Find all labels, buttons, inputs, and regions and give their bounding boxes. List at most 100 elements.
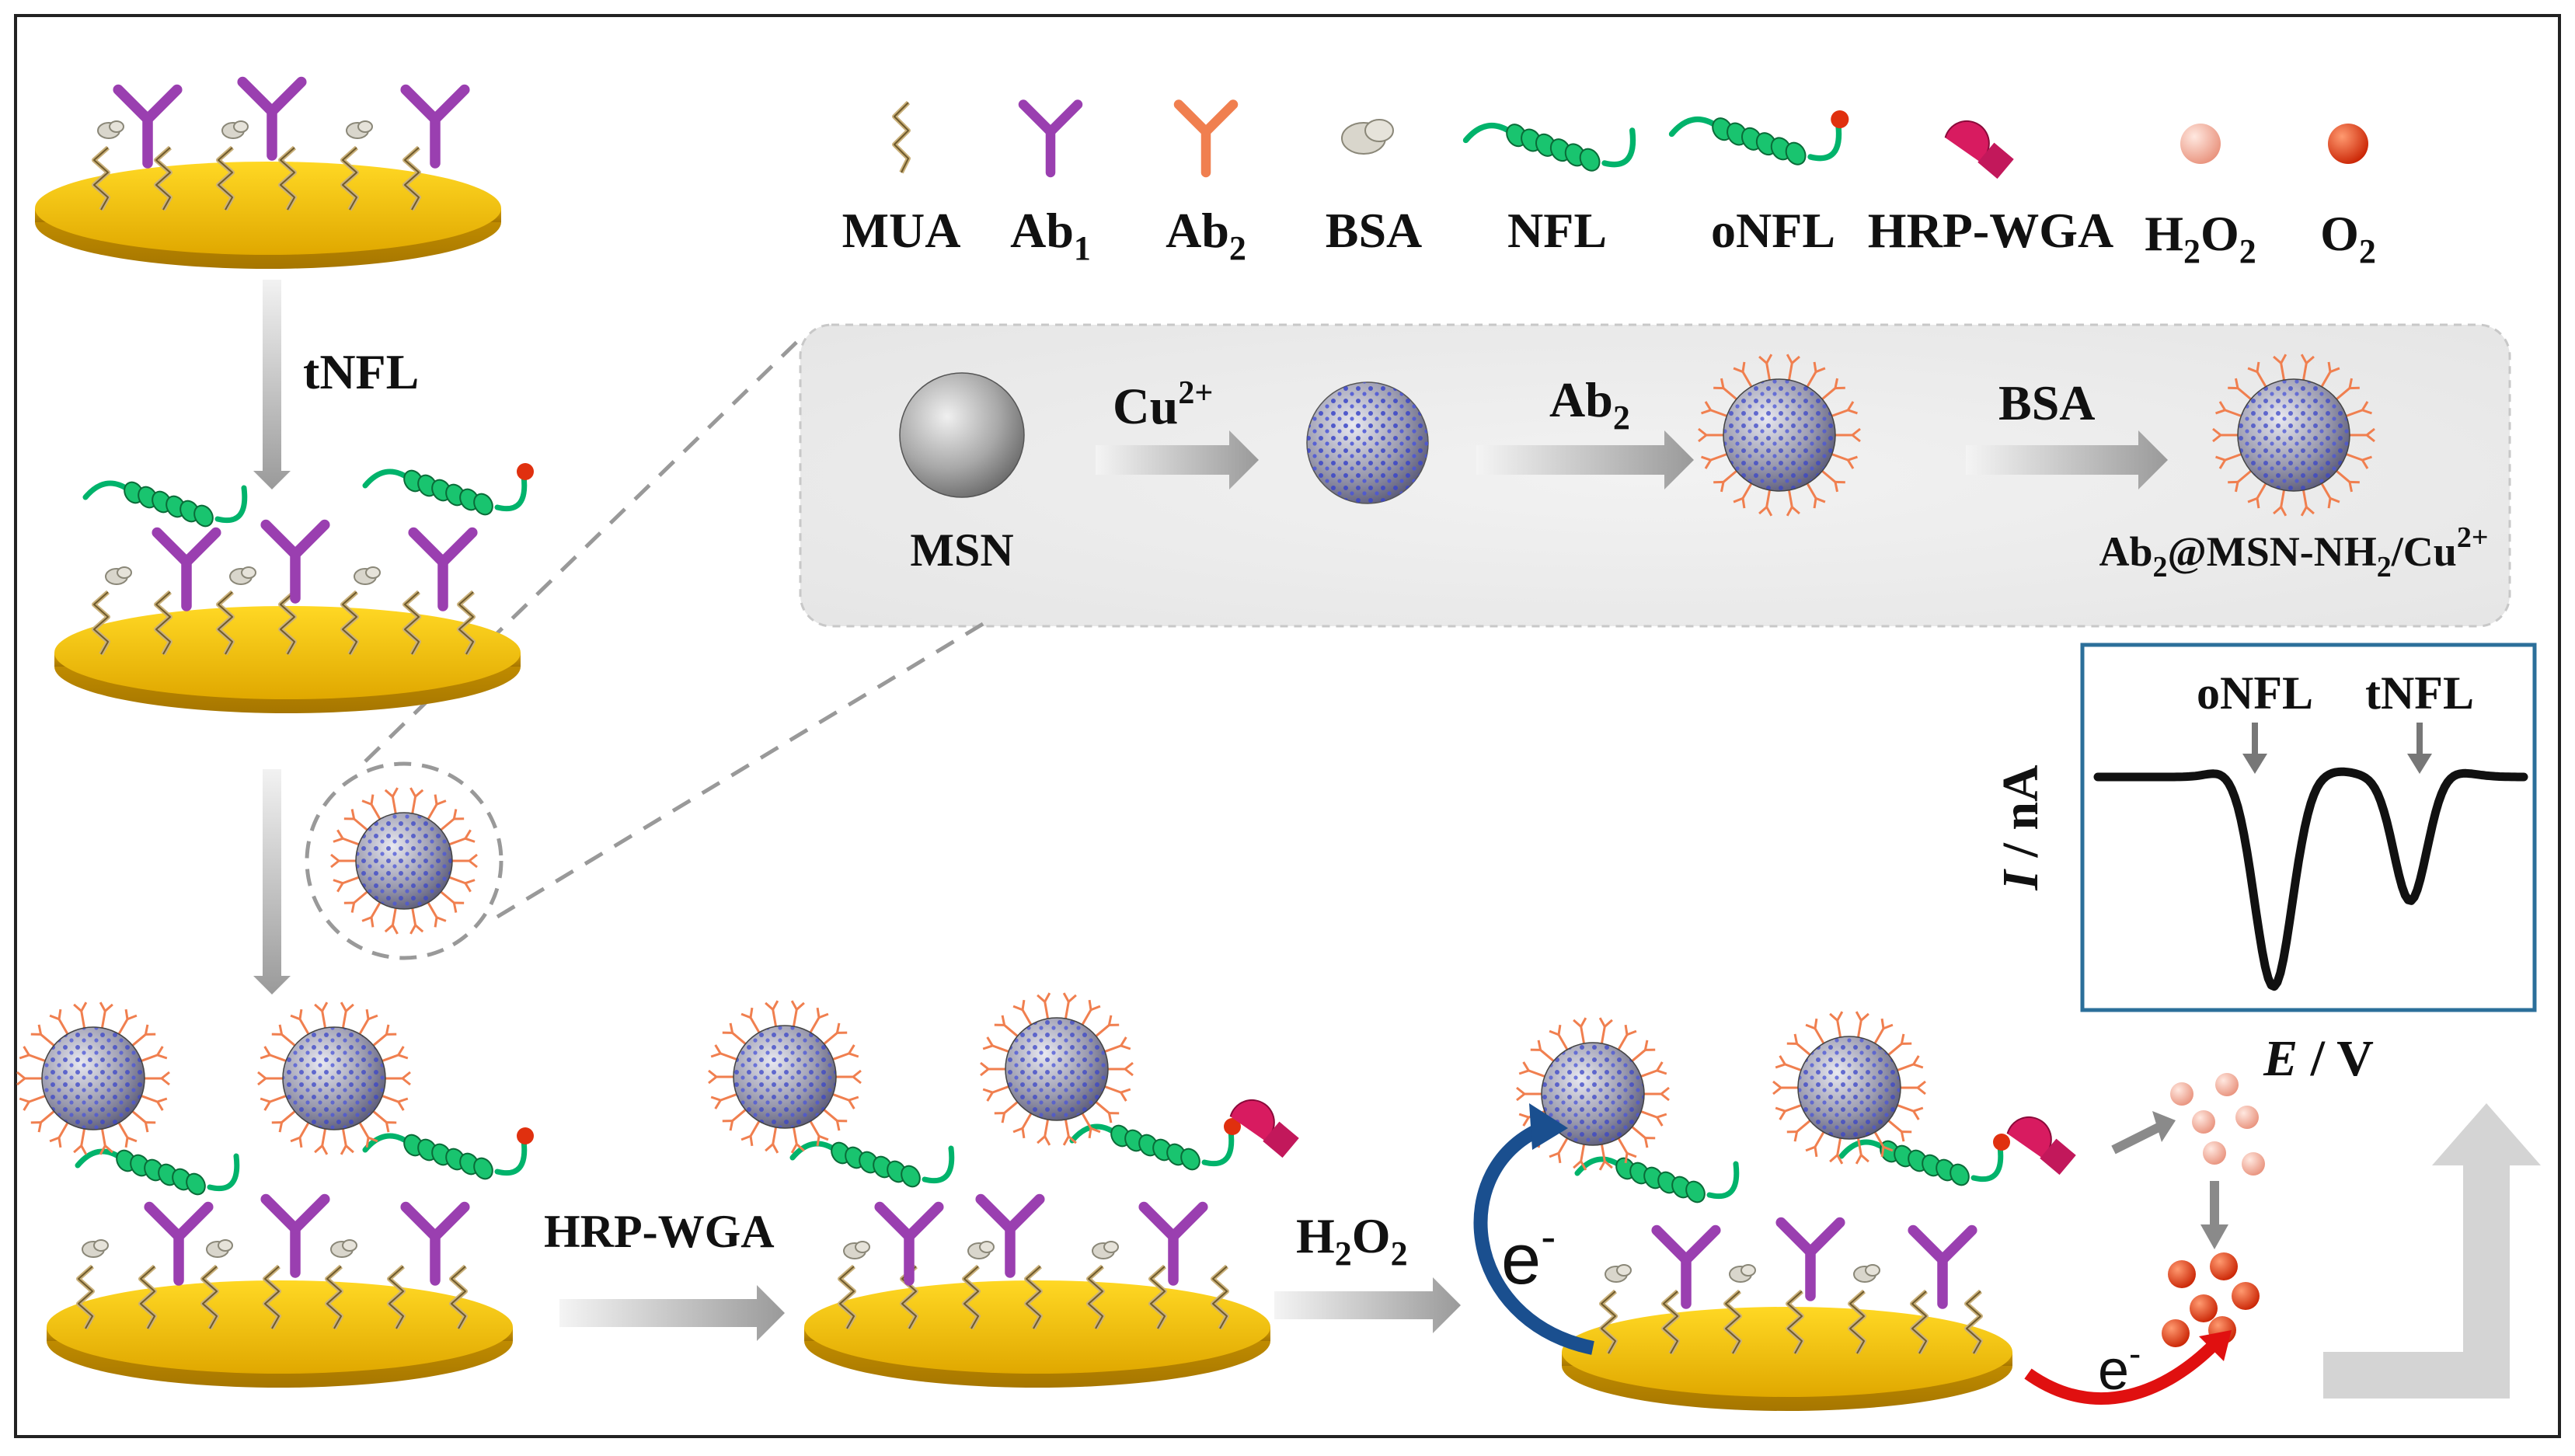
probe-antibody-stem — [1785, 1064, 1801, 1071]
probe-antibody-stem — [1023, 1113, 1031, 1128]
probe-antibody-arm — [1901, 1132, 1904, 1142]
bsa-step-label: BSA — [1998, 375, 2096, 430]
probe-antibody-arm — [1918, 1082, 1925, 1088]
sandwich-probe-icon — [258, 1002, 410, 1155]
capture-ab1-icon — [242, 82, 301, 156]
probe-antibody-arm — [331, 861, 339, 867]
glycan-dot — [1993, 1134, 2010, 1151]
probe-antibody-arm — [385, 790, 393, 796]
probe-antibody-arm — [1780, 1056, 1786, 1064]
probe-antibody-arm — [1064, 1137, 1068, 1145]
probe-antibody-arm — [1519, 1114, 1528, 1117]
probe-antibody-arm — [469, 855, 477, 861]
probe-antibody-stem — [1005, 1102, 1018, 1113]
probe-antibody-stem — [1785, 1106, 1801, 1112]
probe-antibody-stem — [41, 1034, 54, 1045]
probe-antibody-arm — [1064, 993, 1068, 1001]
probe-antibody-arm — [1815, 1147, 1817, 1157]
electrode-sandwich — [47, 1280, 513, 1388]
probe-antibody-arm — [988, 1037, 993, 1046]
probe-antibody-arm — [465, 830, 471, 838]
probe-antibody-stem — [382, 1055, 399, 1061]
probe-antibody-arm — [465, 880, 475, 883]
capture-ab1-icon — [413, 533, 472, 607]
probe-antibody-stem — [1065, 1001, 1068, 1019]
probe-antibody-arm — [1795, 1034, 1797, 1044]
probe-antibody-arm — [1883, 1025, 1893, 1029]
probe-antibody-arm — [399, 1047, 404, 1055]
probe-antibody-stem — [102, 1129, 105, 1146]
probe-antibody-arm — [352, 903, 354, 913]
bound-onfl-icon — [365, 1127, 534, 1183]
probe-antibody-arm — [82, 1002, 86, 1011]
hrp-body — [1946, 121, 1989, 162]
bsa-blob — [242, 567, 256, 578]
probe-antibody-arm — [1023, 1000, 1024, 1010]
probe-antibody-stem — [1797, 1120, 1810, 1131]
probe-antibody-arm — [337, 830, 343, 838]
probe-antibody-arm — [1002, 1015, 1005, 1026]
legend-label-o2: O2 — [2320, 206, 2376, 270]
arrow-shape — [253, 280, 291, 489]
probe-antibody-arm — [1549, 1031, 1559, 1035]
electrode-signal — [1562, 1307, 2012, 1411]
antibody-arm — [1144, 1207, 1173, 1237]
probe-antibody-stem — [133, 1034, 146, 1045]
probe-antibody-arm — [1125, 1069, 1133, 1075]
probe-antibody-stem — [59, 1019, 68, 1034]
sandwich-probe-icon — [1773, 1012, 1925, 1164]
antibody-arm — [266, 525, 295, 555]
probe-antibody-arm — [158, 1047, 163, 1055]
nfl-tail — [1605, 131, 1633, 165]
stage4-layer — [709, 993, 1299, 1329]
capture-ab1-icon — [880, 1207, 939, 1281]
probe-antibody-stem — [282, 1111, 295, 1122]
probe-antibody-arm — [1838, 1012, 1842, 1020]
probe-antibody-stem — [824, 1109, 838, 1120]
probe-antibody-arm — [730, 1023, 733, 1033]
o2-molecule — [2190, 1294, 2218, 1322]
probe-antibody-arm — [765, 1003, 773, 1009]
probe-antibody-arm — [145, 1025, 148, 1035]
probe-antibody-stem — [382, 1096, 399, 1102]
probe-antibody-arm — [2329, 498, 2330, 508]
legend-labels: MUA Ab1 Ab2 BSA NFL oNFL HRP-WGA H2O2 O2 — [842, 203, 2376, 270]
probe-antibody-arm — [39, 1123, 41, 1133]
antibody-arm — [186, 533, 216, 563]
nfl-tail — [365, 472, 408, 486]
probe-antibody-arm — [291, 1137, 300, 1141]
bsa-blob — [1365, 120, 1393, 141]
probe-antibody-arm — [1089, 1000, 1091, 1010]
nfl-tail — [1842, 1142, 1884, 1156]
probe-antibody-arm — [1795, 1132, 1797, 1142]
probe-antibody-arm — [1524, 1062, 1529, 1071]
probe-antibody-arm — [1625, 1153, 1627, 1163]
probe-antibody-arm — [1121, 1037, 1127, 1046]
probe-antibody-arm — [1814, 498, 1816, 508]
sphere-body — [900, 373, 1024, 497]
nfl-tail — [1709, 1164, 1737, 1196]
probe-antibody-stem — [833, 1054, 849, 1060]
antibody-arm — [149, 1207, 179, 1237]
probe-antibody-arm — [362, 918, 371, 921]
probe-antibody-arm — [1743, 498, 1744, 508]
probe-antibody-arm — [1861, 1155, 1869, 1162]
bsa-blob — [366, 567, 380, 578]
arrow-shape — [253, 769, 291, 994]
bsa-blob — [358, 121, 372, 132]
probe-antibody-arm — [300, 1137, 301, 1148]
antibody-arm — [1943, 1231, 1972, 1260]
antibody-arm — [435, 90, 465, 120]
probe-antibody-stem — [360, 1123, 368, 1137]
probe-antibody-arm — [435, 795, 437, 805]
probe-antibody-stem — [1601, 1026, 1605, 1043]
bound-tnfl-icon — [85, 479, 245, 529]
conversion-arrow-shaft — [2113, 1127, 2160, 1150]
bsa-icon — [1092, 1242, 1118, 1259]
probe-antibody-arm — [392, 788, 397, 796]
probe-antibody-arm — [1657, 1071, 1667, 1074]
probe-antibody-stem — [1797, 1043, 1810, 1054]
probe-antibody-stem — [141, 1055, 158, 1061]
probe-antibody-stem — [1641, 1112, 1657, 1118]
probe-antibody-arm — [50, 1015, 59, 1019]
